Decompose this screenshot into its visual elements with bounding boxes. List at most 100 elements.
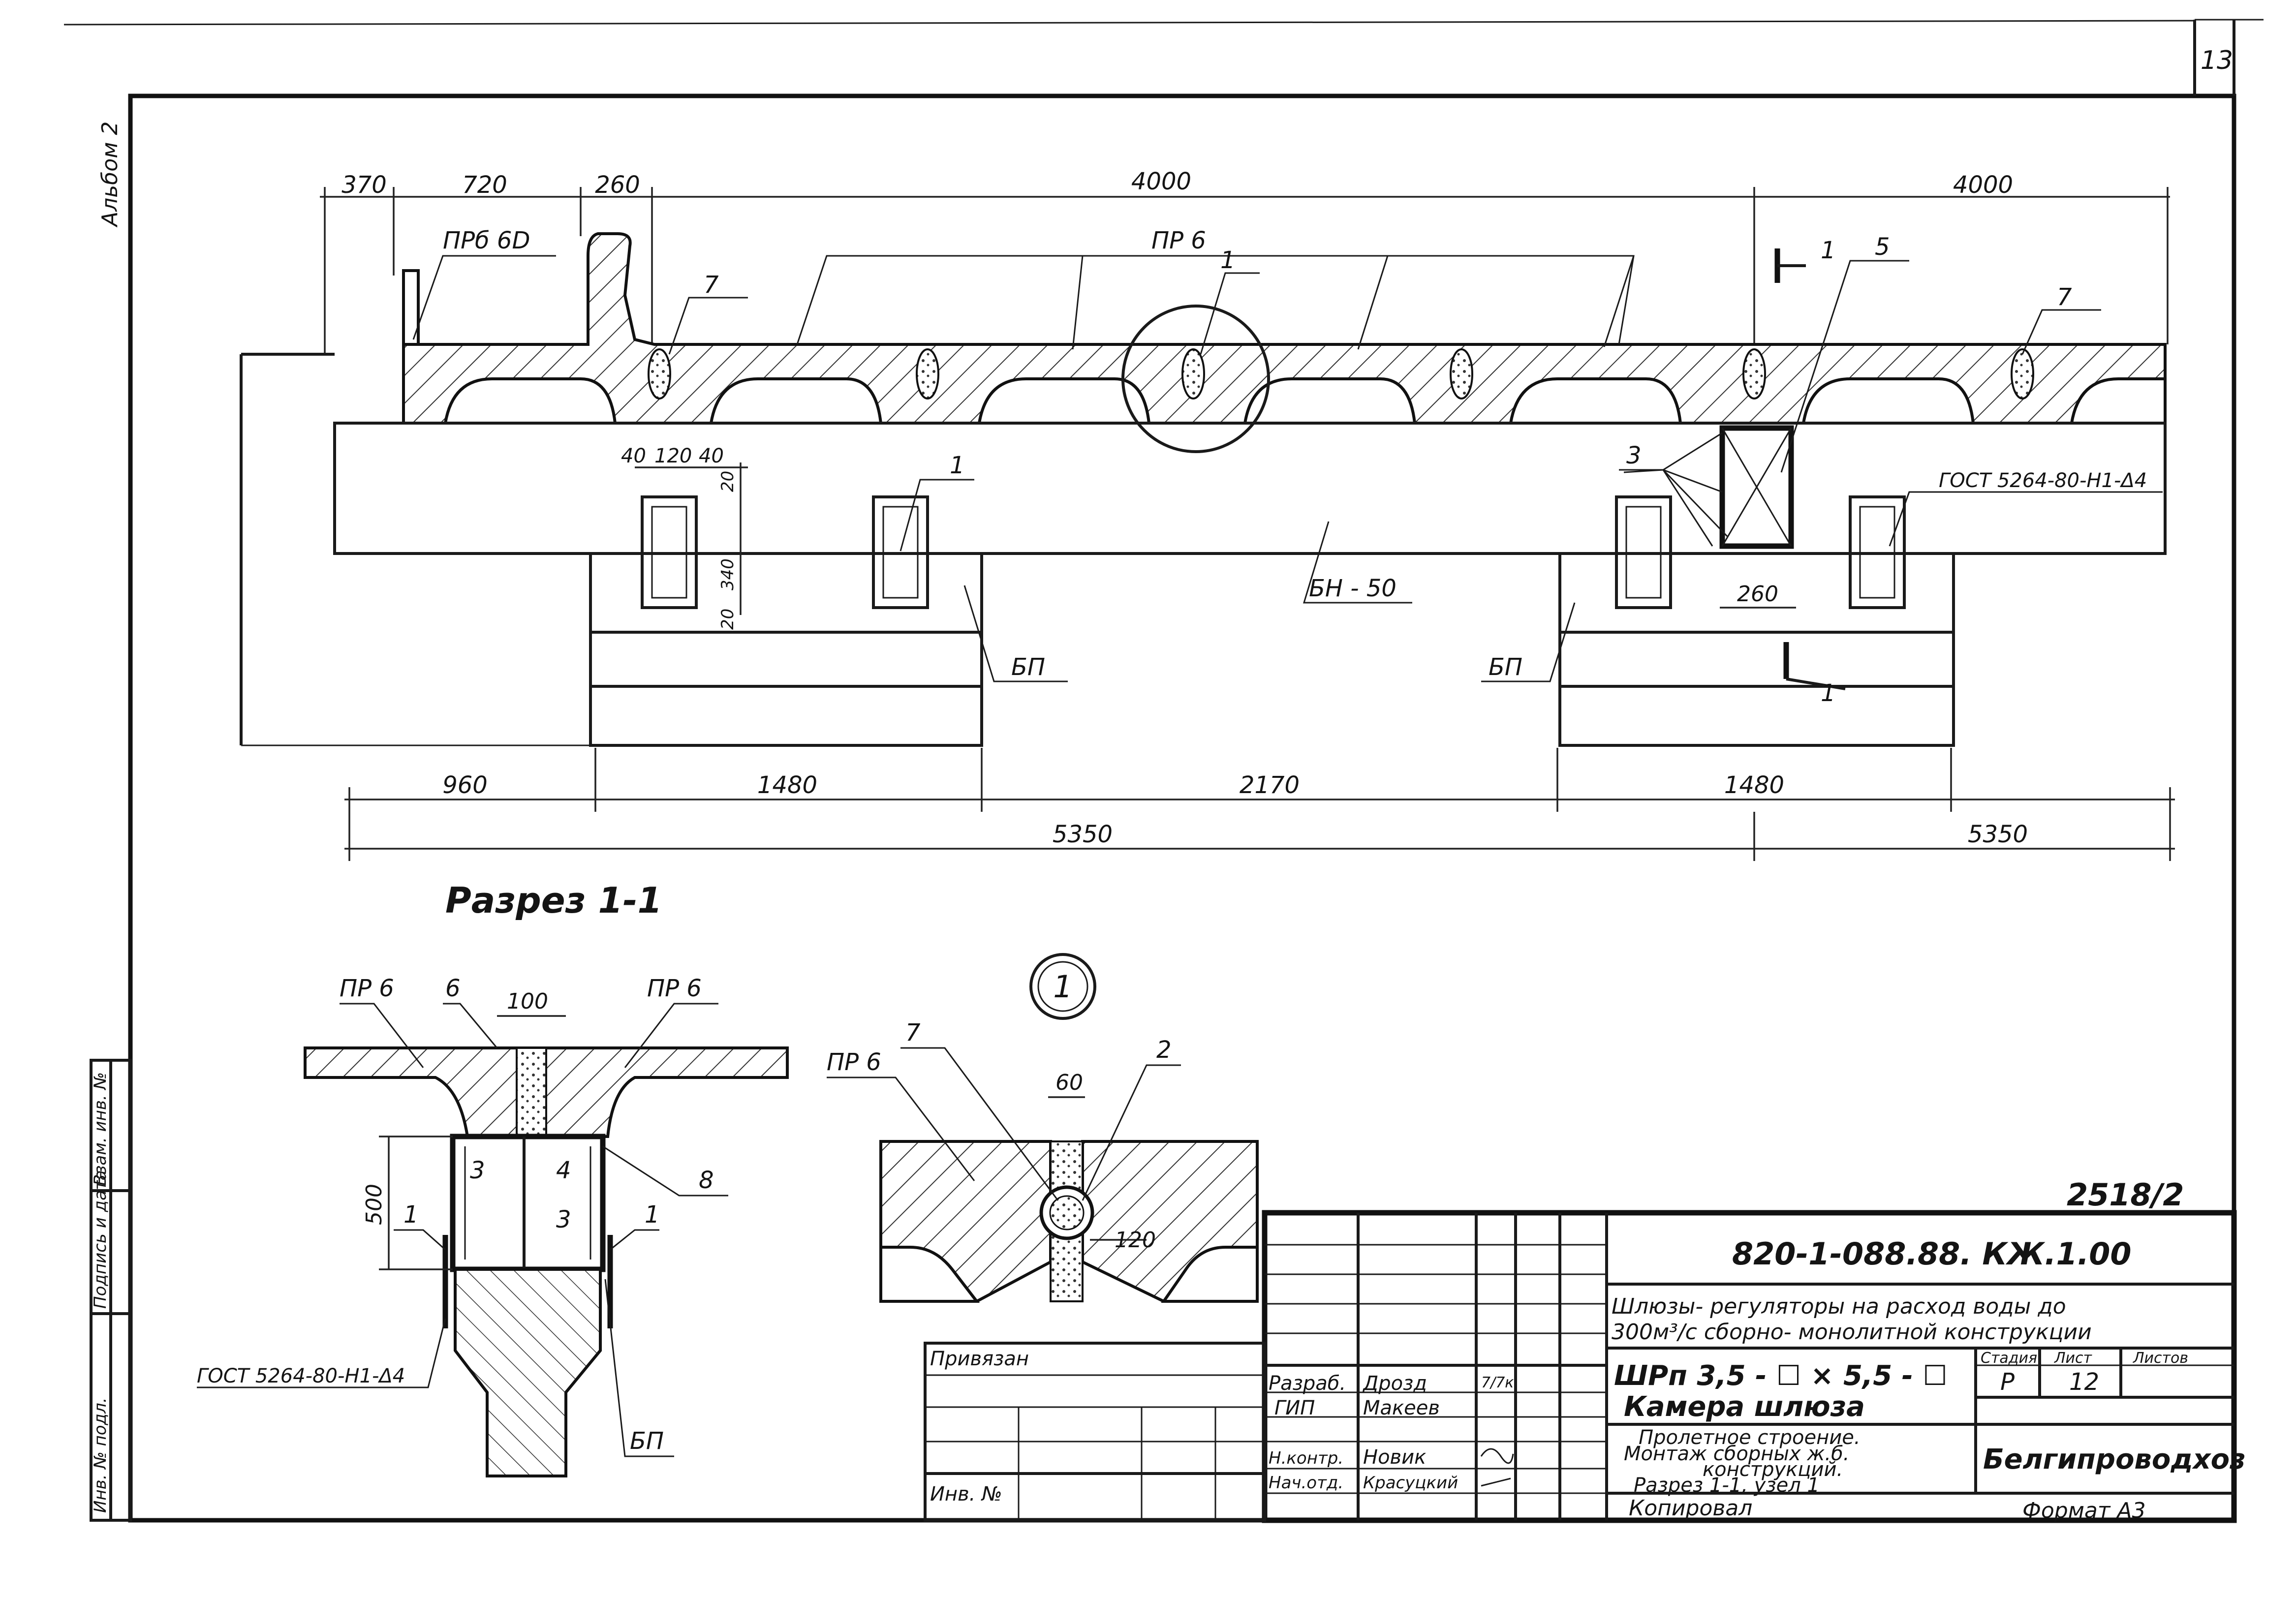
node-1-detail-circle <box>1121 305 1270 453</box>
name-3: Новик <box>1363 1446 1426 1469</box>
format-label: Формат А3 <box>2022 1498 2146 1523</box>
dim-370: 370 <box>341 171 387 199</box>
label-prb60: ПРб 6D <box>443 227 530 254</box>
sheet-title-line3: конструкций. <box>1703 1458 1843 1481</box>
sheet-title-line1: Пролетное строение. <box>1639 1426 1861 1449</box>
section-callout-1-right: 1 <box>645 1201 660 1229</box>
mark-code: ШРп 3,5 - ☐ × 5,5 - ☐ <box>1614 1360 1948 1392</box>
callout-7-left: 7 <box>704 271 719 299</box>
section-label-bp: БП <box>630 1427 664 1455</box>
dim-20-top: 20 <box>718 471 738 492</box>
side-stamp-archive: Инв. № подл. <box>91 1397 110 1513</box>
role-1: ГИП <box>1274 1397 1315 1419</box>
side-stamp: Инв. № подл. Подпись и дата Взам. инв. № <box>90 1059 132 1522</box>
section-callout-3-top: 3 <box>470 1157 485 1184</box>
label-bp-right: БП <box>1489 653 1522 681</box>
callout-3-plan: 3 <box>1626 442 1642 469</box>
node-number: 1 <box>1053 969 1072 1005</box>
album-label: Альбом 2 <box>97 122 123 228</box>
node-callout-2: 2 <box>1156 1036 1172 1064</box>
node-callout-7: 7 <box>905 1019 921 1046</box>
dim-4000-left: 4000 <box>1131 168 1191 195</box>
dim-5350-left: 5350 <box>1053 821 1113 848</box>
dim-260-top: 260 <box>595 171 640 199</box>
dim-40-right: 40 <box>699 445 724 467</box>
slab-joints <box>648 348 2034 400</box>
dim-1480-left: 1480 <box>757 771 817 799</box>
dim-40-left: 40 <box>621 445 646 467</box>
role-3: Н.контр. <box>1269 1448 1343 1468</box>
node-dim-60: 60 <box>1055 1070 1083 1095</box>
dim-120: 120 <box>654 445 692 467</box>
node-1-detail: 1 60 120 7 2 ПР 6 <box>827 953 1259 1303</box>
title-block: 2518/2 Привязан Инв. № Разраб. ГИП Н.ко <box>924 1177 2246 1523</box>
section-callout-6: 6 <box>445 975 461 1002</box>
name-1: Макеев <box>1363 1397 1440 1419</box>
block-dimensions: 40 120 40 20 340 20 260 <box>621 445 1796 630</box>
bottom-dimension-chain: 960 1480 2170 1480 5350 5350 <box>344 748 2175 861</box>
dim-2170: 2170 <box>1240 771 1300 799</box>
callout-7-right: 7 <box>2057 283 2072 311</box>
dim-1480-right: 1480 <box>1724 771 1784 799</box>
side-stamp-signature: Подпись и дата <box>91 1170 110 1309</box>
label-gost-plan: ГОСТ 5264-80-Н1-Δ4 <box>1939 469 2147 492</box>
section-title: Разрез 1-1 <box>445 880 662 921</box>
plan-labels: ПРб 6D ПР 6 1 7 7 5 1 3 БН - 50 БП <box>412 227 2163 707</box>
date-0: 7/7к <box>1481 1374 1514 1391</box>
dim-720: 720 <box>462 171 507 199</box>
section-callout-3-bottom: 3 <box>556 1206 571 1233</box>
object-name: Камера шлюза <box>1624 1391 1865 1423</box>
project-title-line2: 300м³/с сборно- монолитной конструкции <box>1612 1320 2092 1345</box>
signature-scribble <box>1480 1448 1514 1487</box>
beam-bn50 <box>240 353 2167 746</box>
dim-5350-right: 5350 <box>1968 821 2028 848</box>
dim-260-plate: 260 <box>1737 582 1778 607</box>
node-label-pr6: ПР 6 <box>827 1048 881 1076</box>
section-1-1: Разрез 1-1 100 500 ПР 6 ПР 6 6 8 3 4 3 1 <box>197 880 789 1477</box>
callout-1-plan-top: 1 <box>1220 246 1236 274</box>
role-4: Нач.отд. <box>1269 1473 1343 1493</box>
stage-value: Р <box>2000 1368 2015 1396</box>
sheets-header: Листов <box>2133 1350 2188 1367</box>
doc-code: 820-1-088.88. КЖ.1.00 <box>1732 1236 2132 1272</box>
sheet-header: Лист <box>2054 1350 2093 1367</box>
label-bn50: БН - 50 <box>1309 575 1396 602</box>
organization: Белгипроводхоз <box>1983 1444 2246 1475</box>
top-dimension-chain: 370 720 260 4000 4000 <box>320 168 2170 354</box>
section-label-gost: ГОСТ 5264-80-Н1-Δ4 <box>197 1365 405 1387</box>
section-callout-8: 8 <box>699 1167 714 1194</box>
plan-view: 370 720 260 4000 4000 <box>240 168 2175 861</box>
section-dim-100: 100 <box>507 989 548 1014</box>
side-stamp-replaced: Взам. инв. № <box>91 1072 110 1186</box>
name-0: Дрозд <box>1362 1372 1427 1395</box>
section-mark-bottom: 1 <box>1821 679 1836 707</box>
label-bp-left: БП <box>1011 653 1045 681</box>
dim-960: 960 <box>442 771 488 799</box>
section-label-pr6-left: ПР 6 <box>340 975 394 1002</box>
dim-20-bottom: 20 <box>718 609 738 630</box>
section-mark-top: 1 <box>1821 237 1836 264</box>
dim-340: 340 <box>718 558 738 590</box>
callout-1-plan: 1 <box>950 452 965 479</box>
role-0: Разраб. <box>1269 1372 1346 1395</box>
section-callout-4: 4 <box>556 1157 571 1184</box>
callout-5: 5 <box>1875 233 1890 261</box>
copied-label: Копировал <box>1629 1496 1752 1521</box>
section-callout-1-left: 1 <box>403 1201 419 1229</box>
label-pr6-plan: ПР 6 <box>1151 227 1206 254</box>
tied-label: Привязан <box>930 1348 1029 1370</box>
stage-header: Стадия <box>1981 1350 2037 1367</box>
stamp-number: 2518/2 <box>2067 1177 2184 1213</box>
sheet-value: 12 <box>2069 1368 2099 1396</box>
page-number: 13 <box>2201 46 2233 75</box>
project-title-line1: Шлюзы- регуляторы на расход воды до <box>1612 1294 2066 1319</box>
inventory-label: Инв. № <box>930 1483 1002 1506</box>
node-dim-120: 120 <box>1115 1228 1156 1253</box>
dim-4000-right: 4000 <box>1953 171 2013 199</box>
embedded-plates <box>641 425 1906 609</box>
section-dim-500: 500 <box>362 1184 387 1225</box>
name-4: Красуцкий <box>1363 1473 1458 1493</box>
section-label-pr6-right: ПР 6 <box>647 975 702 1002</box>
hollow-core-slab <box>402 232 2167 453</box>
